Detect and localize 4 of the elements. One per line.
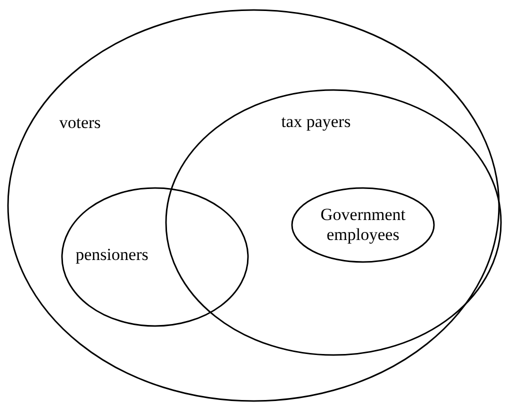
set-label: voters bbox=[58, 113, 102, 133]
set-label: pensioners bbox=[74, 245, 150, 265]
set-label: tax payers bbox=[280, 112, 352, 132]
set-label: Government employees bbox=[320, 205, 406, 245]
